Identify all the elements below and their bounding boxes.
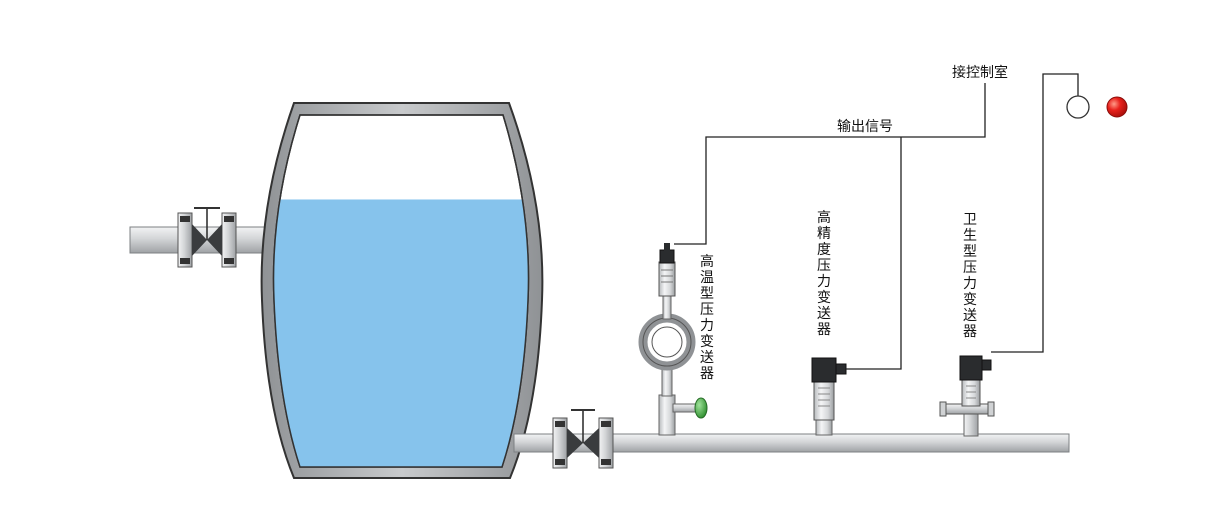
high-temp-transmitter[interactable]: [638, 243, 708, 436]
high-precision-transmitter[interactable]: [811, 357, 847, 436]
high-temp-transmitter-label: 高温型压力变送器: [700, 253, 714, 382]
indicator-lamp-off-icon: [1066, 95, 1090, 119]
inlet-valve[interactable]: [177, 207, 237, 268]
sanitary-transmitter-label: 卫生型压力变送器: [963, 212, 977, 340]
outlet-valve[interactable]: [552, 409, 614, 469]
sanitary-transmitter[interactable]: [939, 355, 995, 437]
storage-tank: [260, 102, 544, 479]
valve-knob-icon[interactable]: [694, 397, 708, 419]
output-signal-label: 输出信号: [837, 119, 893, 135]
signal-wiring: [674, 73, 1079, 370]
outlet-pipe: [513, 433, 1070, 453]
high-precision-transmitter-label: 高精度压力变送器: [817, 209, 831, 338]
indicator-lamp-red-icon: [1106, 96, 1128, 118]
control-room-label: 接控制室: [952, 64, 1008, 81]
tank-water-level: [273, 199, 529, 467]
